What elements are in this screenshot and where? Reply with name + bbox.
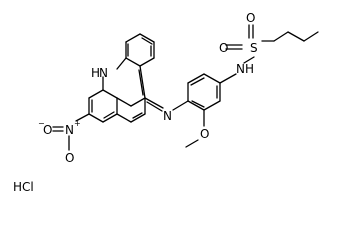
sulfonamide-group (219, 24, 319, 84)
hcl-salt-label: HCl (13, 180, 34, 194)
nitro-oxygen-left-label: O (43, 123, 52, 137)
acridine-central-ring (102, 57, 146, 107)
nitro-minus-charge: − (38, 119, 45, 128)
acridine-bottom-ring (88, 89, 146, 123)
ring-nh-hydrogen-label: H (91, 66, 100, 80)
nitro-plus-charge: + (74, 119, 81, 128)
sulfonamide-nitrogen-label: N (236, 62, 245, 76)
sulfonamide-hydrogen-label: H (245, 62, 254, 76)
nitro-oxygen-bottom-label: O (65, 151, 74, 165)
sulfonyl-oxygen-top-label: O (246, 11, 255, 25)
nitro-group (52, 113, 90, 151)
phenyl-ring (172, 73, 221, 111)
methoxy-group (185, 109, 205, 148)
imine-nitrogen-label: N (163, 109, 172, 123)
sulfur-label: S (250, 41, 258, 55)
nitro-nitrogen-label: N (65, 123, 74, 137)
ring-nh-nitrogen-label: N (99, 66, 108, 80)
imine-bond (144, 97, 164, 112)
acridine-top-ring (125, 33, 155, 67)
molecule-structure: H N N N H S O O O N + O − O HCl (13, 11, 319, 194)
sulfonyl-oxygen-left-label: O (219, 41, 228, 55)
methoxy-oxygen-label: O (200, 127, 209, 141)
